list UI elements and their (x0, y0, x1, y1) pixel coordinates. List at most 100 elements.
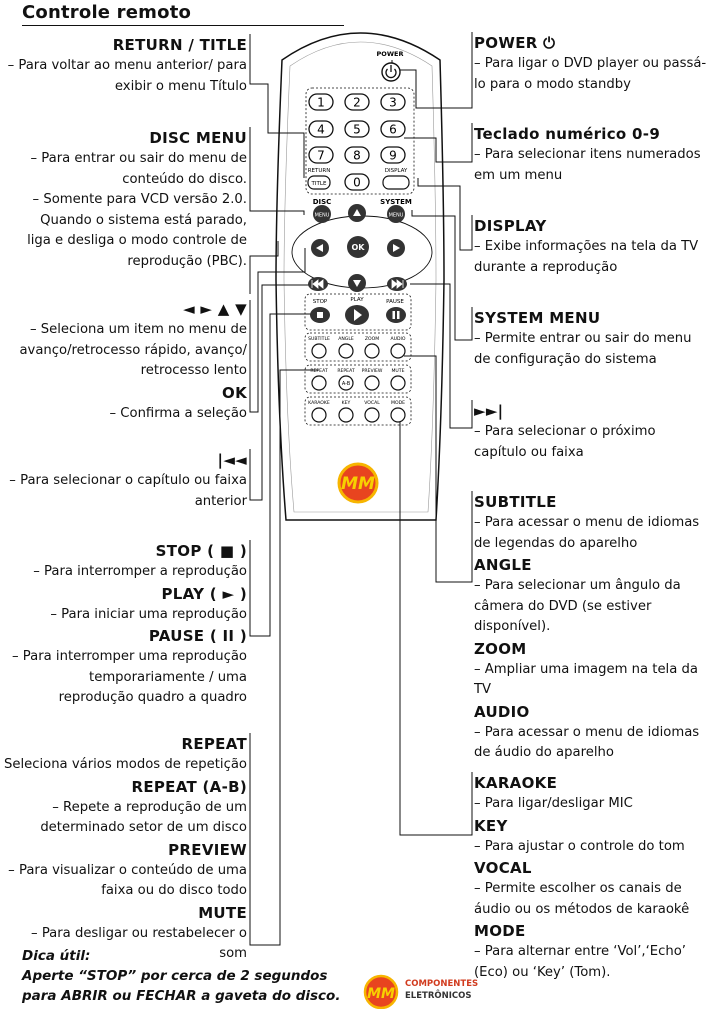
item-text: – Para selecionar o próximo (474, 424, 656, 439)
up-button[interactable] (348, 204, 366, 222)
mute-button[interactable] (390, 375, 406, 391)
fn-label-row1-0: SUBTITLE (308, 336, 330, 342)
item-heading: KARAOKE (474, 774, 558, 792)
karaoke-button[interactable] (311, 407, 327, 423)
pause-button[interactable] (386, 307, 406, 323)
next-chapter-description: ►►| – Para selecionar o próximo capítulo o… (474, 400, 720, 463)
number-0-button[interactable]: 0 (344, 173, 370, 191)
fn-label-row3-3: MODE (391, 400, 405, 406)
disc-menu-button[interactable]: MENU (313, 205, 331, 223)
number-9-button[interactable]: 9 (380, 146, 406, 164)
number-7-button[interactable]: 7 (308, 146, 334, 164)
number-3-label: 3 (389, 96, 397, 110)
item-text: capítulo ou faixa (474, 444, 584, 460)
item-text: – Para acessar o menu de idiomas (474, 724, 700, 740)
preview-button[interactable] (364, 375, 380, 391)
item-heading: SUBTITLE (474, 493, 557, 511)
disc-label: DISC (313, 198, 332, 206)
ok-button[interactable]: OK (347, 236, 369, 258)
remote-body-inner (283, 41, 437, 513)
item-text: – Seleciona um item no menu de (29, 322, 247, 337)
power-description: POWER ⏻– Para ligar o DVD player ou pass… (474, 32, 720, 95)
right-button[interactable] (387, 239, 405, 257)
subtitle-button[interactable] (311, 343, 327, 359)
audio-button[interactable] (390, 343, 406, 359)
item-text: áudio ou os métodos de karaokê (474, 901, 690, 917)
angle-button[interactable] (338, 343, 354, 359)
display-description: DISPLAY– Exibe informações na tela da TV… (474, 215, 720, 278)
number-8-button[interactable]: 8 (344, 146, 370, 164)
play-button[interactable] (345, 305, 369, 325)
footer-logo-mark: MM (367, 986, 395, 1002)
number-5-label: 5 (353, 123, 361, 137)
tip-line: Dica útil: (22, 948, 91, 964)
item-heading: REPEAT (A-B) (131, 777, 247, 796)
number-7-label: 7 (317, 149, 325, 163)
logo-line-2: ELETRÔNICOS (405, 991, 472, 1001)
function-row-2-area (304, 364, 412, 394)
function-row-3-area (304, 396, 412, 426)
item-text: – Para ligar/desligar MIC (474, 796, 633, 811)
return-title-description: RETURN / TITLE– Para voltar ao menu ante… (0, 34, 247, 97)
number-4-button[interactable]: 4 (308, 120, 334, 138)
key-button[interactable] (338, 407, 354, 423)
numeric-keypad-area (305, 87, 415, 195)
left-button[interactable] (311, 239, 329, 257)
item-heading: DISPLAY (474, 217, 547, 235)
item-text: – Para alternar entre ‘Vol’,‘Echo’ (474, 944, 686, 959)
item-heading: REPEAT (181, 735, 247, 753)
item-text: – Para entrar ou sair do menu de (30, 151, 247, 166)
item-text: de configuração do sistema (474, 351, 657, 367)
next-button[interactable] (387, 277, 407, 291)
number-9-label: 9 (389, 149, 397, 163)
fn-label-row2-3: MUTE (391, 368, 404, 374)
item-text: – Para ligar o DVD player ou passá- (474, 56, 707, 71)
fn-label-row3-0: KARAOKE (308, 400, 330, 406)
item-text: conteúdo do disco. (122, 171, 247, 187)
mode-button[interactable] (390, 407, 406, 423)
leader-lines (249, 32, 473, 946)
item-text: – Permite entrar ou sair do menu (474, 331, 692, 346)
item-heading: PAUSE ( II ) (148, 627, 247, 645)
repeat-button[interactable]: A-B (338, 375, 354, 391)
system-label: SYSTEM (380, 198, 412, 206)
play-label: PLAY (350, 297, 364, 303)
number-6-button[interactable]: 6 (380, 120, 406, 138)
remote-brand-text: MM (341, 474, 375, 494)
item-text: faixa ou do disco todo (101, 883, 247, 898)
repeat-button[interactable] (311, 375, 327, 391)
item-text: – Confirma a seleção (109, 405, 247, 421)
number-2-button[interactable]: 2 (344, 93, 370, 111)
number-1-button[interactable]: 1 (308, 93, 334, 111)
repeat-preview-mute-description: REPEAT– Seleciona vários modos de repeti… (0, 733, 247, 965)
title-button[interactable]: TITLE (307, 175, 331, 190)
down-button[interactable] (348, 274, 366, 292)
previous-chapter-description: |◄◄– Para selecionar o capítulo ou faixa… (0, 449, 247, 512)
number-6-label: 6 (389, 123, 397, 137)
ab-key-label: A-B (342, 381, 351, 387)
item-heading: PLAY ( ► ) (161, 584, 247, 603)
remote-brand-badge: MM (337, 462, 379, 504)
tip-line: para ABRIR ou FECHAR a gaveta do disco. (22, 988, 341, 1004)
system-menu-button[interactable]: MENU (387, 205, 405, 223)
item-text: – Para iniciar uma reprodução (50, 606, 247, 622)
zoom-button[interactable] (364, 343, 380, 359)
subtitle-angle-zoom-audio-description: SUBTITLE – Para acessar o menu de idiomas… (474, 491, 720, 764)
previous-button[interactable] (308, 277, 328, 291)
stop-button[interactable] (310, 307, 330, 323)
pause-label: PAUSE (386, 299, 404, 305)
item-heading: ►►| (474, 402, 504, 420)
display-button[interactable] (382, 175, 410, 190)
item-text: som (219, 946, 247, 961)
power-button[interactable] (381, 62, 401, 82)
item-heading: OK (222, 383, 247, 402)
vocal-button[interactable] (364, 407, 380, 423)
item-heading: MODE (474, 922, 526, 940)
number-3-button[interactable]: 3 (380, 93, 406, 111)
number-5-button[interactable]: 5 (344, 120, 370, 138)
item-text: câmera do DVD (se estiver (474, 598, 652, 614)
item-text: liga e desliga o modo controle de (27, 233, 247, 248)
